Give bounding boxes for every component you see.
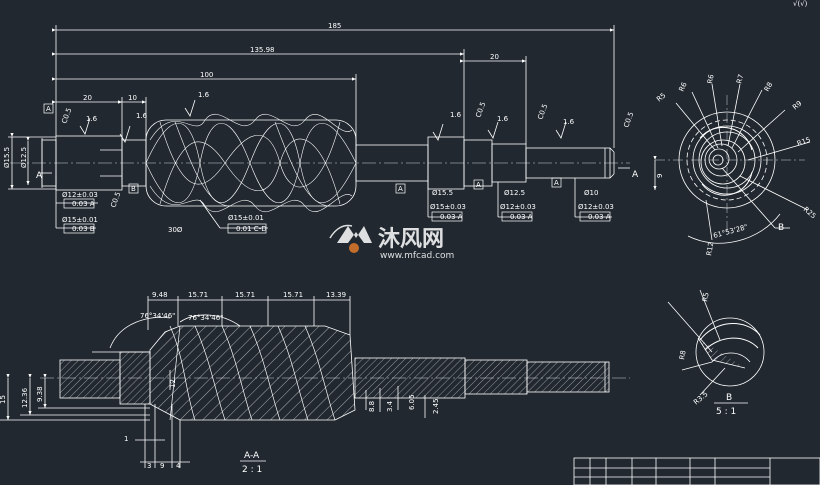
tol-1b: 0.03 A <box>72 200 95 208</box>
tol-3b: 0.01 C-D <box>236 225 267 233</box>
sec-left-2: 12.36 <box>21 387 29 408</box>
sec-top-1: 9.48 <box>152 291 168 299</box>
section-title: A-A <box>244 451 260 461</box>
sec-inner-2: 6.05 <box>408 394 416 410</box>
roughness-6: 1.6 <box>86 115 98 123</box>
datum-1: A <box>46 105 51 113</box>
tol-4: Ø15.5 <box>432 189 453 197</box>
sec-left-1: 15 <box>0 395 7 404</box>
dim-20-left: 20 <box>83 94 92 102</box>
top-view <box>8 25 657 229</box>
watermark: 沐风网 www.mfcad.com <box>329 224 454 261</box>
sec-top-4: 15.71 <box>283 291 303 299</box>
detail-r-3: R3.5 <box>692 390 709 406</box>
tol-6b: Ø12±0.03 <box>578 203 614 211</box>
logo-icon <box>329 224 372 253</box>
tol-5b: Ø12±0.03 <box>500 203 536 211</box>
detail-r-2: R8 <box>678 350 687 361</box>
roughness-1: 1.6 <box>198 91 210 99</box>
datum-boxes <box>43 103 611 234</box>
chamfer-1: C0.5 <box>60 107 73 125</box>
tol-6: Ø10 <box>584 189 598 197</box>
circle-angle: 61°53'28" <box>712 223 748 240</box>
dim-overall: 185 <box>328 22 341 30</box>
dim-20-right: 20 <box>490 53 499 61</box>
dim-100: 100 <box>200 71 213 79</box>
section-mark-right: A <box>632 170 639 180</box>
section-mark-left: A <box>36 171 43 181</box>
detail-scale: 5 : 1 <box>716 407 736 417</box>
corner-mark: √(√) <box>793 0 808 8</box>
section-labels: 9.48 15.71 15.71 15.71 13.39 76°34'46" 7… <box>0 291 440 475</box>
r-5: R8 <box>763 81 775 93</box>
r-1: R5 <box>655 91 667 103</box>
tol-4b: Ø15±0.03 <box>430 203 466 211</box>
detail-r-1: R5 <box>701 292 710 303</box>
r-3: R6 <box>706 73 716 84</box>
tol-6c: 0.03 A <box>588 213 611 221</box>
section-view <box>0 296 630 468</box>
detail-title: B <box>726 393 732 403</box>
sec-inner-5: 3.4 <box>386 400 394 412</box>
sec-inner-4: 8.8 <box>368 401 376 412</box>
r-9: R12 <box>705 241 715 256</box>
roughness-3: 1.6 <box>450 111 462 119</box>
roughness-2: 1.6 <box>136 112 148 120</box>
tol-3: Ø15±0.01 <box>228 214 264 222</box>
watermark-url: www.mfcad.com <box>380 251 454 261</box>
sec-angle-1: 76°34'46" <box>140 312 175 320</box>
sec-bot-2: 3 <box>147 462 151 470</box>
circle-view <box>655 83 811 244</box>
detail-labels: R5 R8 R3.5 B 5 : 1 <box>678 292 736 417</box>
dim-135: 135.98 <box>250 46 275 54</box>
chamfer-3: C0.5 <box>474 101 487 119</box>
tol-2: Ø15±0.01 <box>62 216 98 224</box>
section-scale: 2 : 1 <box>242 465 262 475</box>
title-block <box>573 457 820 485</box>
dim-dia-left2: Ø12.5 <box>20 147 28 168</box>
r-2: R6 <box>678 81 689 93</box>
watermark-title: 沐风网 <box>378 227 444 252</box>
datum-3: A <box>398 185 403 193</box>
tol-5: Ø12.5 <box>504 189 525 197</box>
sec-inner-3: 2.45 <box>432 398 440 414</box>
chamfer-4: C0.5 <box>536 103 549 121</box>
tol-5c: 0.03 A <box>510 213 533 221</box>
sec-left-3: 9.38 <box>36 386 44 402</box>
r-8: R25 <box>802 205 818 220</box>
tol-2b: 0.03 B <box>72 225 95 233</box>
datum-4: A <box>476 181 481 189</box>
datum-2: B <box>131 185 136 193</box>
sec-top-2: 15.71 <box>188 291 208 299</box>
sec-bot-1: 1 <box>124 435 128 443</box>
sec-angle-2: 76°34'46" <box>188 314 223 322</box>
dim-dia-left: Ø15.5 <box>3 147 11 168</box>
top-dims: 185 135.98 20 100 20 10 30Ø Ø15.5 Ø12.5 <box>3 22 499 234</box>
circle-dim-9: 9 <box>656 174 664 178</box>
sec-top-5: 13.39 <box>326 291 346 299</box>
r-7: R15 <box>796 136 812 148</box>
detail-view <box>667 289 765 396</box>
sec-bot-4: 4 <box>176 462 181 470</box>
sec-top-3: 15.71 <box>235 291 255 299</box>
dim-30: 30Ø <box>168 226 183 234</box>
datum-letters: A B A A A A A A B <box>36 105 784 233</box>
tolerance-texts: Ø12±0.03 0.03 A Ø15±0.01 0.03 B Ø15±0.01… <box>62 189 614 233</box>
dim-10: 10 <box>128 94 137 102</box>
chamfer-2: C0.5 <box>109 191 122 209</box>
r-4: R7 <box>735 73 745 84</box>
tol-4c: 0.03 A <box>440 213 463 221</box>
r-6: R9 <box>791 99 803 111</box>
chamfer-5: C0.5 <box>622 111 635 129</box>
roughness-labels: 1.6 1.6 1.6 1.6 1.6 1.6 <box>86 91 575 126</box>
tol-1: Ø12±0.03 <box>62 191 98 199</box>
sec-bot-3: 9 <box>160 462 164 470</box>
roughness-4: 1.6 <box>497 115 509 123</box>
sec-inner-1: 12 <box>169 379 177 388</box>
roughness-5: 1.6 <box>563 118 575 126</box>
datum-5: A <box>554 179 559 187</box>
